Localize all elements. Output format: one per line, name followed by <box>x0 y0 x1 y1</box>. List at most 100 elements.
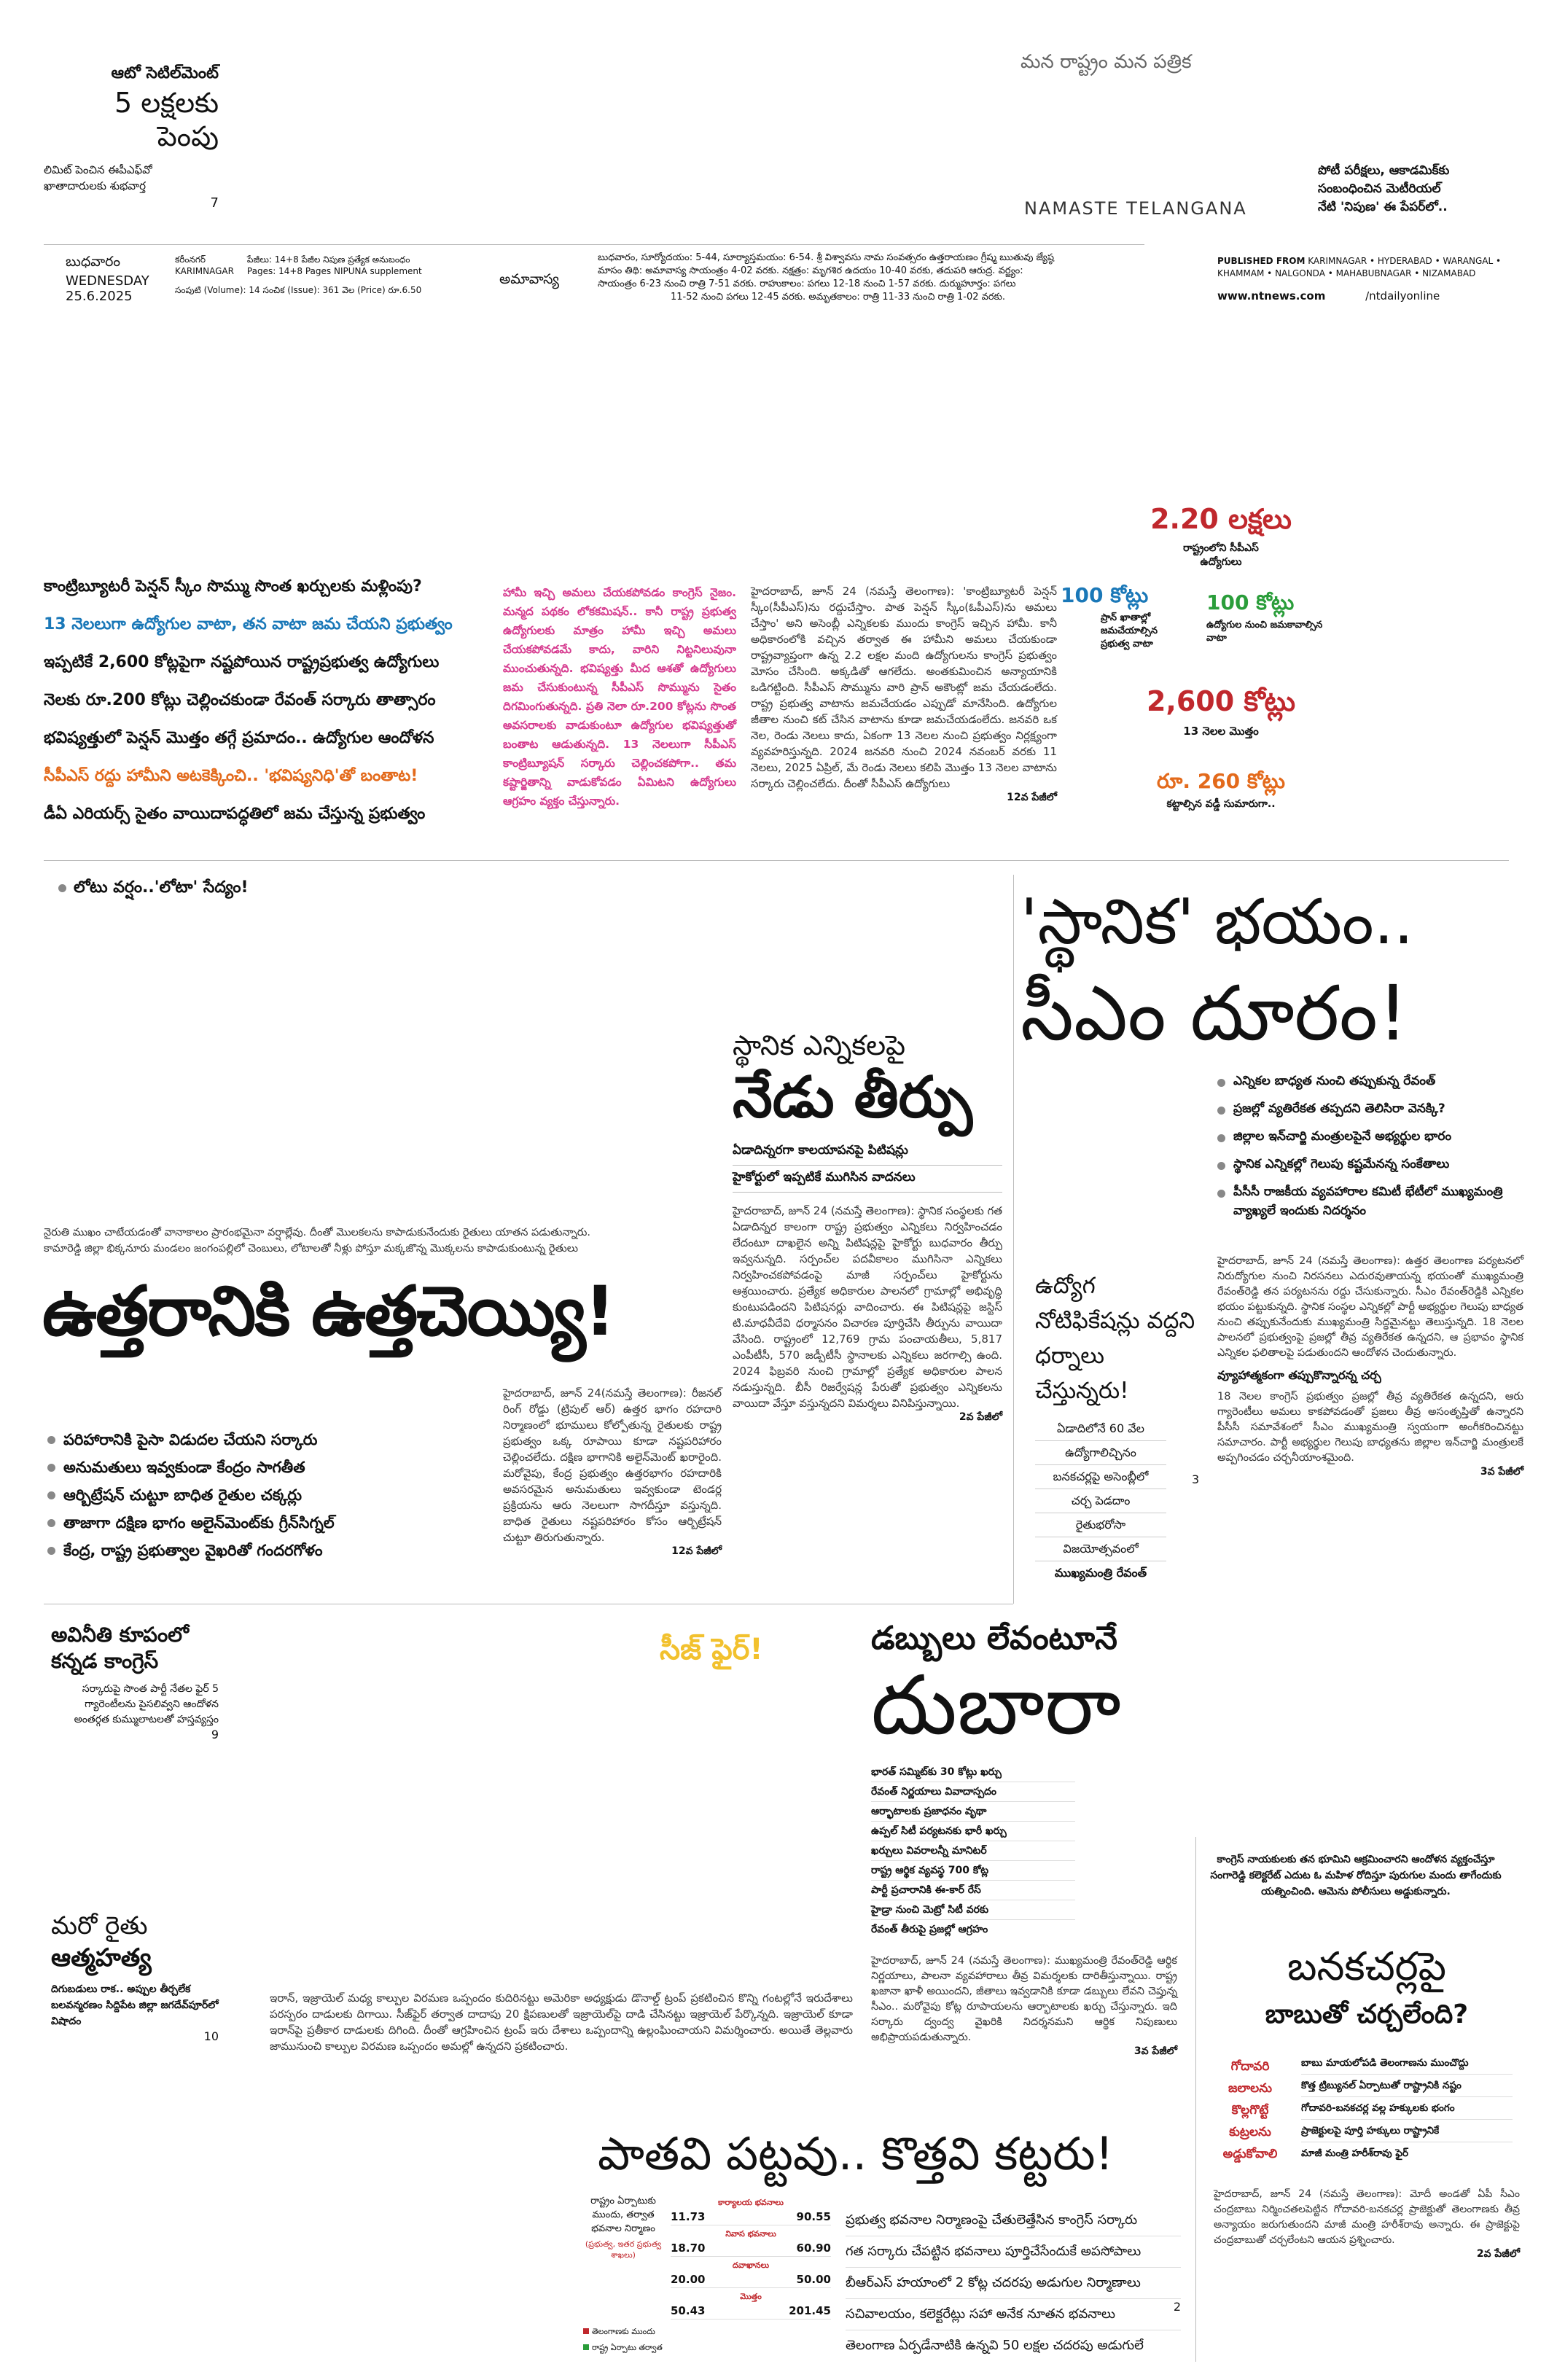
bullet-item: అనుమతులు ఇవ్వకుండా కేంద్రం సాగతీత <box>47 1456 485 1478</box>
farmers-headline[interactable]: ఉత్తరానికి ఉత్తచెయ్యి! <box>42 1272 615 1351</box>
bullet-item: పీసీసీ రాజకీయ వ్యవహారాల కమిటీ భేటీలో ముఖ… <box>1217 1182 1523 1220</box>
stat-value: 100 కోట్లు <box>1206 590 1295 614</box>
legend-swatch <box>583 2328 589 2334</box>
point-line: ప్రాజెక్టులపై పూర్తి హక్కులు రాష్ట్రానిక… <box>1301 2120 1513 2142</box>
teaser-headline: 5 లక్షలకు <box>114 87 219 119</box>
quote-line: విజయోత్సవంలో <box>1035 1537 1166 1561</box>
legend-label: తెలంగాణకు ముందు <box>592 2327 655 2336</box>
panchang: బుధవారం, సూర్యోదయం: 5-44, సూర్యాస్తమయం: … <box>598 251 1159 304</box>
social-link[interactable]: /ntdailyonline <box>1365 289 1440 303</box>
banakacherla-points: బాబు మాయలోపడి తెలంగాణను ముంచొద్దు కొత్త … <box>1301 2052 1513 2164</box>
banakacherla-red-box: గోదావరి జలాలను కొల్లగొట్టే కుట్రలను అడ్డ… <box>1222 2059 1278 2161</box>
continued-ref[interactable]: 2వ పేజీలో <box>1476 2248 1520 2260</box>
column-divider <box>1195 1837 1196 2362</box>
pension-headlines[interactable]: కాంట్రిబ్యూటరీ పెన్షన్ స్కీం సొమ్ము సొంత… <box>44 576 481 841</box>
stat-label: 13 నెలల మొత్తం <box>1183 725 1259 738</box>
lead-body: హైదరాబాద్, జూన్ 24 (నమస్తే తెలంగాణ): ఉత్… <box>1217 1254 1523 1480</box>
lead-bullets: ఎన్నికల బాధ్యత నుంచి తప్పుకున్న రేవంత్ ప… <box>1217 1072 1523 1226</box>
edition-te: కరీంనగర్ <box>175 254 206 265</box>
point-line: గత సర్కారు చేపట్టిన భవనాలు పూర్తిచేసేందు… <box>846 2236 1181 2268</box>
published-label: PUBLISHED FROM <box>1217 256 1306 266</box>
local-elections-story[interactable]: స్థానిక ఎన్నికలపై నేడు తీర్పు ఏడాదిన్నరగ… <box>733 1028 1002 1425</box>
legend-label: రాష్ట్ర ఏర్పాటు తర్వాత <box>592 2343 663 2352</box>
nipuna-teaser[interactable]: పోటీ పరీక్షలు, ఆకాడమిక్‌కు సంబంధించిన మె… <box>1318 162 1500 216</box>
bullet-item: జిల్లాల ఇన్‌చార్జి మంత్రులపైనే అభ్యర్థుల… <box>1217 1127 1523 1146</box>
infobox-note: (ప్రభుత్వ, ఇతర ప్రభుత్వ శాఖలు) <box>585 2239 662 2260</box>
tithi: అమావాస్య <box>499 271 559 287</box>
lead-headline[interactable]: 'స్థానిక' భయం.. సీఎం దూరం! <box>1021 878 1531 1061</box>
website-link[interactable]: www.ntnews.com <box>1217 289 1326 303</box>
ceasefire-label[interactable]: సీజ్‌ ఫైర్! <box>660 1633 763 1666</box>
pension-pink-intro: హామీ ఇచ్చి అమలు చేయకపోవడం కాంగ్రెస్ నైజం… <box>503 586 736 808</box>
pension-headline-line: నెలకు రూ.200 కోట్లు చెల్లించకుండా రేవంత్… <box>44 691 436 709</box>
infobox-value-before: 18.70 <box>671 2242 706 2255</box>
banakacherla-headline[interactable]: బనకచర్లపై బాబుతో చర్చలేంది? <box>1214 1939 1520 2035</box>
teaser-sub: దిగుబడులు రాక.. అప్పుల తీర్చలేక బలవన్మరణ… <box>51 1983 219 2027</box>
point-line: రేవంత్ నిర్ణయాలు వివాదాస్పదం <box>871 1782 1075 1802</box>
infobox-intro: రాష్ట్రం ఏర్పాటుకు ముందు, తర్వాత భవనాల న… <box>583 2194 663 2260</box>
legend-swatch <box>583 2344 589 2350</box>
infobox-legend: తెలంగాణకు ముందు రాష్ట్ర ఏర్పాటు తర్వాత <box>583 2324 667 2356</box>
continued-ref[interactable]: 3వ పేజీలో <box>1133 2045 1177 2057</box>
buildings-headline[interactable]: పాతవి పట్టవు.. కొత్తవి కట్టరు! <box>598 2127 1114 2180</box>
teaser-sub: ఖాతాదారులకు శుభవార్త <box>44 179 146 192</box>
rain-teaser[interactable]: లోటు వర్షం..'లోటా' సేద్యం! <box>58 878 249 900</box>
point-line: సచివాలయం, కలెక్టరేట్లు సహా అనేక నూతన భవన… <box>846 2299 1181 2330</box>
story-deck: ఏడాదిన్నరగా కాలయాపనపై పిటిషన్లు <box>733 1143 1002 1166</box>
point-line: తెలంగాణ ఏర్పడేనాటికి ఉన్నవి 50 లక్షల చదర… <box>846 2338 1144 2353</box>
bullet-icon <box>58 883 66 892</box>
column-divider <box>1013 875 1014 1604</box>
quote-line: బనకచర్లపై అసెంబ్లీలో <box>1035 1465 1166 1489</box>
article-text: హైదరాబాద్, జూన్ 24 (నమస్తే తెలంగాణ): ఉత్… <box>1217 1255 1523 1359</box>
iran-caption: ఇరాన్, ఇజ్రాయెల్ మధ్య కాల్పుల విరమణ ఒప్ప… <box>270 1991 853 2053</box>
bullet-item: తాజాగా దక్షిణ భాగం అలైన్‌మెంట్‌కు గ్రీన్… <box>47 1512 485 1534</box>
dubara-points: భారత్ సమ్మిట్‌కు 30 కోట్లు ఖర్చు రేవంత్ … <box>871 1763 1075 1939</box>
point-line: భారత్ సమ్మిట్‌కు 30 కోట్లు ఖర్చు <box>871 1763 1075 1782</box>
buildings-lines: ప్రభుత్వ భవనాల నిర్మాణంపై చేతులెత్తేసిన … <box>846 2205 1181 2361</box>
farmer-suicide-teaser[interactable]: మరో రైతు ఆత్మహత్య దిగుబడులు రాక.. అప్పుల… <box>51 1910 219 2043</box>
pension-headline-line: 13 నెలలుగా ఉద్యోగుల వాటా, తన వాటా జమ చేయ… <box>44 615 453 633</box>
date-block: బుధవారం WEDNESDAY 25.6.2025 <box>66 254 153 304</box>
bullet-item: స్థానిక ఎన్నికల్లో గెలుపు కష్టమేనన్న సంక… <box>1217 1155 1523 1174</box>
infobox-value-after: 90.55 <box>796 2210 831 2223</box>
edition-block: కరీంనగర్ KARIMNAGAR పేజీలు: 14+8 పేజీల న… <box>175 254 525 296</box>
story-headline: బాబుతో చర్చలేంది? <box>1265 1999 1469 2029</box>
teaser-auto-settlement[interactable]: ఆటో సెటిల్‌మెంట్ 5 లక్షలకు పెంపు లిమిట్ … <box>44 64 219 211</box>
continued-ref[interactable]: 2వ పేజీలో <box>959 1411 1002 1423</box>
karnataka-teaser[interactable]: అవినీతి కూపంలో కన్నడ కాంగ్రెస్ సర్కారుపై… <box>51 1622 219 1741</box>
point-line: బాబు మాయలోపడి తెలంగాణను ముంచొద్దు <box>1301 2052 1513 2075</box>
article-text: హైదరాబాద్, జూన్ 24 (నమస్తే తెలంగాణ): స్థ… <box>733 1204 1002 1410</box>
panchang-line: 11-52 నుంచి పగలు 12-45 వరకు. అమృతకాలం: ర… <box>671 292 1006 303</box>
dubara-story[interactable]: డబ్బులు లేవంటూనే దుబారా <box>871 1618 1177 1752</box>
teaser-headline: మరో రైతు <box>51 1911 148 1940</box>
point-line: రేవంత్ తీరుపై ప్రజల్లో ఆగ్రహం <box>871 1924 988 1935</box>
story-headline: నేడు తీర్పు <box>733 1065 973 1131</box>
paper-name[interactable]: NAMASTE TELANGANA <box>1024 198 1247 219</box>
day-te: బుధవారం <box>66 254 121 270</box>
farmers-bullets: పరిహారానికి పైసా విడుదల చేయని సర్కారు అన… <box>47 1429 485 1567</box>
jobs-story[interactable]: ఉద్యోగ నోటిఫికేషన్లు వద్దని ధర్నాలు చేస్… <box>1035 1268 1203 1585</box>
stat-13-months: 2,600 కోట్లు 13 నెలల మొత్తం <box>1112 685 1330 741</box>
stat-label: ఉద్యోగుల నుంచి జమకావాల్సిన వాటా <box>1206 620 1323 644</box>
continued-ref[interactable]: 12వ పేజీలో <box>671 1545 722 1557</box>
bullet-item: కేంద్ర, రాష్ట్ర ప్రభుత్వాల వైఖరితో గందరగ… <box>47 1540 485 1561</box>
infobox-row-label: దవాఖానలు <box>732 2260 770 2270</box>
pension-headline-line: సీపీఎస్ రద్దు హామీని అటకెక్కించి.. 'భవిష… <box>44 767 418 785</box>
quote-line: చర్చ పెడదాం <box>1035 1489 1166 1513</box>
continued-ref[interactable]: 12వ పేజీలో <box>1007 792 1057 803</box>
point-line: ఖర్చులు వివరాలన్నీ మానిటర్ <box>871 1841 1075 1861</box>
stat-label: రాష్ట్రంలోని సీపీఎస్ ఉద్యోగులు <box>1183 542 1259 568</box>
teaser-line: పోటీ పరీక్షలు, ఆకాడమిక్‌కు <box>1318 163 1450 178</box>
page-ref: 9 <box>211 1728 219 1741</box>
teaser-sub: లిమిట్ పెంచిన ఈపీఎఫ్‌వో <box>44 163 152 176</box>
point-line: మాజీ మంత్రి హరీశ్‌రావు ఫైర్ <box>1301 2147 1408 2159</box>
edition-en: KARIMNAGAR <box>175 266 234 276</box>
point-line: గోదావరి-బనకచర్ల వల్ల హక్కులకు భంగం <box>1301 2097 1513 2120</box>
infobox-value-after: 50.00 <box>796 2273 831 2286</box>
stat-value: 2,600 కోట్లు <box>1146 685 1296 717</box>
published-cities: KARIMNAGAR • HYDERABAD • WARANGAL • KHAM… <box>1217 256 1502 278</box>
continued-ref[interactable]: 3వ పేజీలో <box>1480 1466 1523 1478</box>
pension-headline-line: కాంట్రిబ్యూటరీ పెన్షన్ స్కీం సొమ్ము సొంత… <box>44 577 422 596</box>
quote-line: ఏడాదిలోనే 60 వేల <box>1035 1417 1166 1441</box>
rain-teaser-text: లోటు వర్షం..'లోటా' సేద్యం! <box>74 878 249 897</box>
